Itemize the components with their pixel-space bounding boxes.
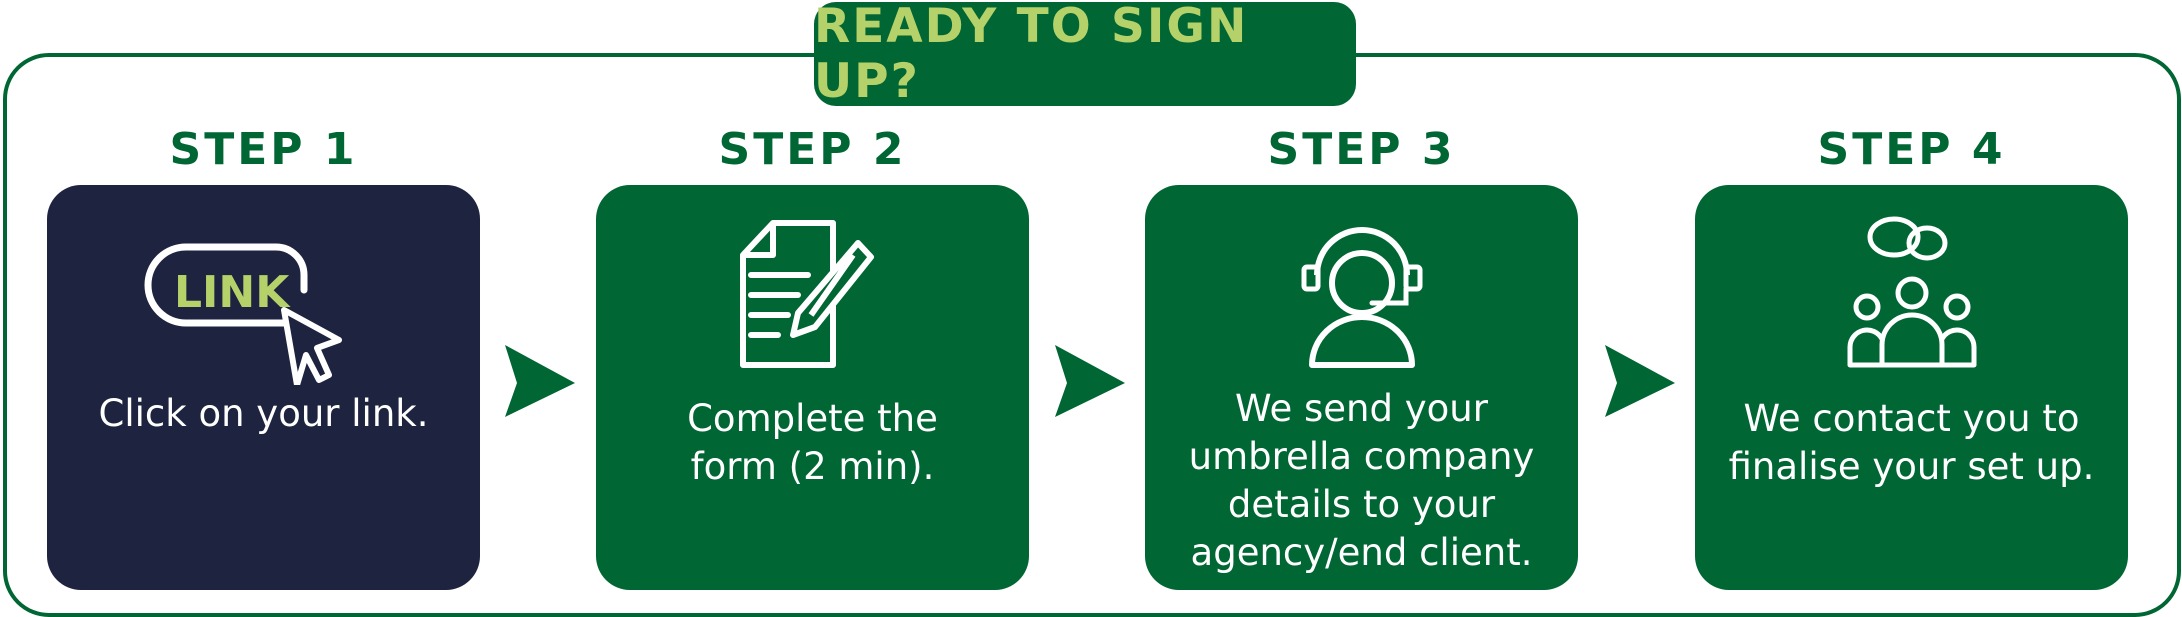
arrow-right-icon (1605, 345, 1675, 417)
step-3-description: We send your umbrella company details to… (1188, 387, 1535, 574)
step-4-label: STEP 4 (1817, 124, 2006, 175)
step-1-label: STEP 1 (169, 124, 358, 175)
arrow-right-icon (1055, 345, 1125, 417)
step-2-label: STEP 2 (718, 124, 907, 175)
step-2-description: Complete the form (2 min). (687, 397, 938, 488)
link-click-icon: LINK (47, 215, 480, 385)
step-2-card: Complete the form (2 min). (596, 185, 1029, 590)
link-icon-text: LINK (174, 267, 291, 318)
group-chat-icon (1695, 215, 2128, 385)
step-3-label: STEP 3 (1267, 124, 1456, 175)
headset-agent-icon (1145, 215, 1578, 385)
form-pencil-icon (596, 215, 1029, 385)
step-3-card: We send your umbrella company details to… (1145, 185, 1578, 590)
arrow-right-icon (505, 345, 575, 417)
step-1-description: Click on your link. (98, 392, 429, 435)
banner-title: READY TO SIGN UP? (814, 0, 1356, 109)
step-4-description: We contact you to finalise your set up. (1728, 397, 2095, 488)
step-4-card: We contact you to finalise your set up. (1695, 185, 2128, 590)
step-1-card: LINK Click on your link. (47, 185, 480, 590)
